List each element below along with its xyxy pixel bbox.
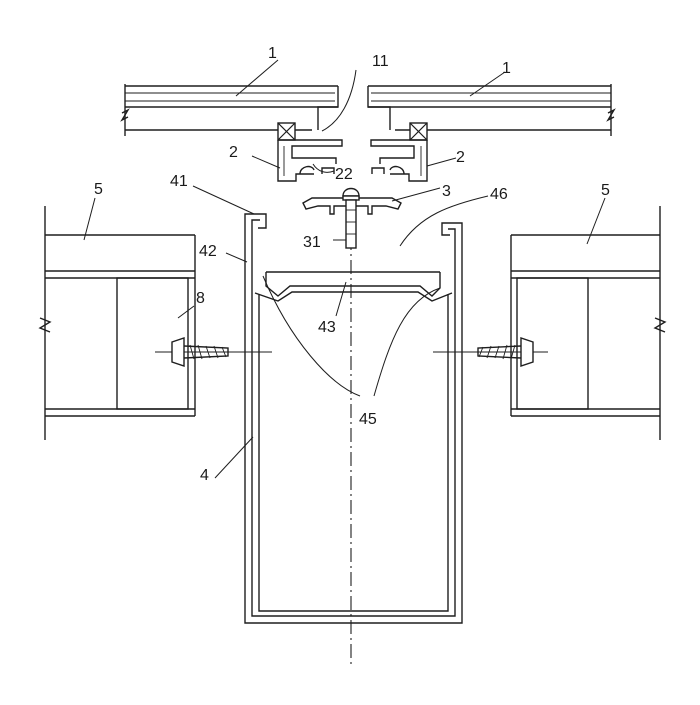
label-panel-seal: 11 [372,53,389,70]
label-clip-right: 2 [456,149,465,166]
panel-right-shape [367,84,616,136]
panel-left-shape [120,84,339,136]
cap-shape [302,197,402,215]
label-flange-right: 46 [490,186,508,203]
label-cap: 3 [442,183,451,200]
label-flange-left: 41 [170,173,188,190]
label-beam-right: 5 [601,182,610,199]
label-clip-notch: 22 [335,166,353,183]
self-tapping-screw-left [155,337,272,367]
beam-left-shape [38,206,196,440]
label-clip-left: 2 [229,144,238,161]
screw-shape [342,187,360,249]
label-beam-left: 5 [94,181,103,198]
label-panel-right: 1 [502,60,511,77]
beam-right-shape [510,206,667,440]
label-hollow: 45 [359,411,377,428]
leader-lines [83,59,606,479]
clip-left-shape [277,139,343,182]
label-plate: 8 [196,290,205,307]
label-channel-top: 43 [318,319,336,336]
post-shape [244,213,463,624]
self-tapping-screw-right [433,337,548,367]
label-post: 4 [200,467,209,484]
clip-right-shape [370,139,428,182]
label-web-left: 42 [199,243,217,260]
label-panel-left: 1 [268,45,277,62]
label-screw: 31 [303,234,321,251]
seal-boxes [277,122,428,141]
